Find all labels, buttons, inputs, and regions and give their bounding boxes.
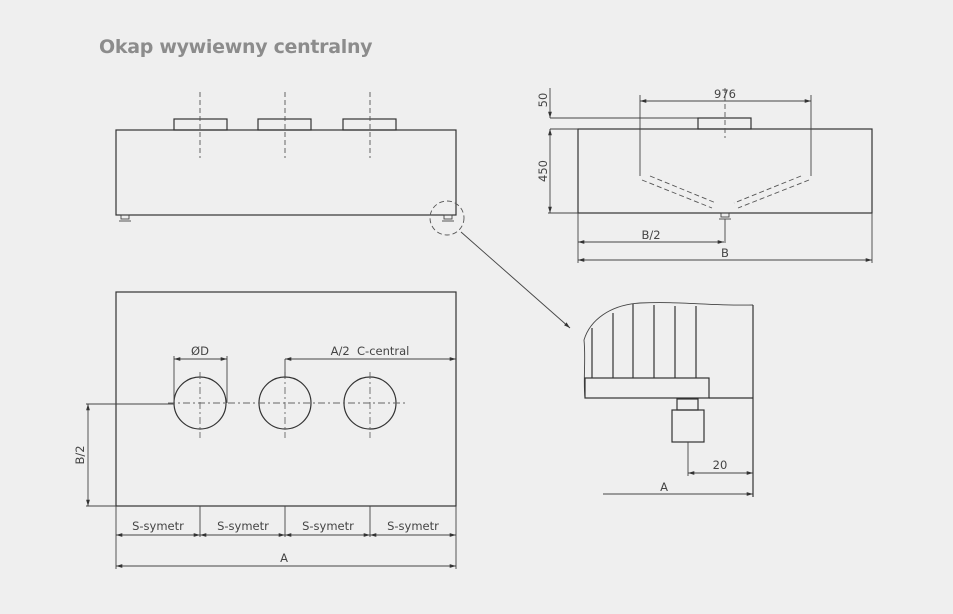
spigot — [257, 118, 312, 131]
flange — [584, 377, 710, 399]
dim-half-width: B/2 — [641, 228, 660, 242]
dim-top: 50 — [536, 93, 550, 108]
dim-center: A/2 C-central — [331, 344, 410, 358]
spigot — [697, 117, 752, 130]
dim-diameter: ØD — [191, 344, 209, 358]
dim-width: B — [721, 246, 729, 260]
hood-body-plan — [115, 291, 457, 507]
dim-height: 450 — [536, 160, 550, 182]
detail-callout-circle — [429, 200, 465, 236]
spigot — [342, 118, 397, 131]
segment-label: S-symetr — [217, 519, 269, 533]
plan-view: ØD A/2 C-central B/2 S-symetr S-symetr S… — [73, 291, 457, 569]
segment-label: S-symetr — [387, 519, 439, 533]
dim-half-width: B/2 — [73, 445, 87, 464]
foot-icon — [719, 212, 731, 220]
hood-body-side — [577, 128, 873, 214]
spigot — [173, 118, 228, 131]
dim-offset: 20 — [713, 458, 728, 472]
front-view — [115, 92, 571, 329]
foot-icon — [119, 214, 131, 222]
dim-length: A — [660, 480, 668, 494]
foot-icon — [442, 214, 454, 222]
suspension-block — [671, 409, 705, 443]
detail-arrow — [460, 231, 571, 329]
hood-body-front — [115, 129, 457, 216]
side-view: 50 450 976 B/2 B — [536, 87, 873, 263]
detail-view: 20 A — [583, 302, 754, 497]
dim-spigot-spacing: 976 — [714, 87, 736, 101]
page-title: Okap wywiewny centralny — [99, 36, 373, 58]
segment-label: S-symetr — [302, 519, 354, 533]
dim-length: A — [280, 551, 288, 565]
segment-label: S-symetr — [132, 519, 184, 533]
